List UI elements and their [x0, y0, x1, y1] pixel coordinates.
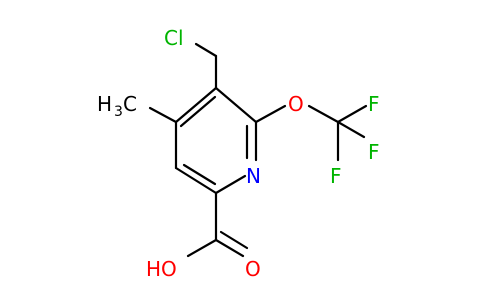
atom-nitrogen: N [246, 164, 261, 188]
atom-fluorine-top: F [368, 92, 380, 116]
atom-hydroxyl: HO [146, 257, 177, 281]
atom-chlorine: Cl [164, 26, 184, 50]
bond-c-oh [186, 238, 218, 258]
atom-methyl-c: C [123, 92, 137, 116]
bond-c5-c6 [174, 166, 218, 195]
atom-methyl-h: H [97, 92, 112, 116]
bond-c3-c4 [174, 86, 218, 124]
bond-cf3-f-top [336, 104, 368, 124]
atom-oxygen-carbonyl: O [245, 257, 261, 281]
bond-c2-o [254, 104, 287, 124]
atom-methyl-subscript: 3 [114, 104, 123, 120]
bond-c5-c6-double [182, 163, 217, 186]
bond-c-o-double-b [219, 230, 249, 250]
bond-c-o-double-a [214, 238, 245, 258]
bond-c4-ch3 [148, 106, 178, 124]
bond-o-cf3 [307, 104, 340, 124]
atom-oxygen-ether: O [288, 92, 304, 116]
atom-fluorine-bottom: F [330, 164, 342, 188]
atom-fluorine-right: F [368, 140, 380, 164]
bond-ch2-cl [194, 42, 218, 58]
bond-c2-c3 [214, 86, 258, 124]
bond-c6-n [214, 174, 247, 195]
bond-cf3-f-right [336, 120, 366, 139]
bond-c3-c4-double [179, 95, 217, 128]
